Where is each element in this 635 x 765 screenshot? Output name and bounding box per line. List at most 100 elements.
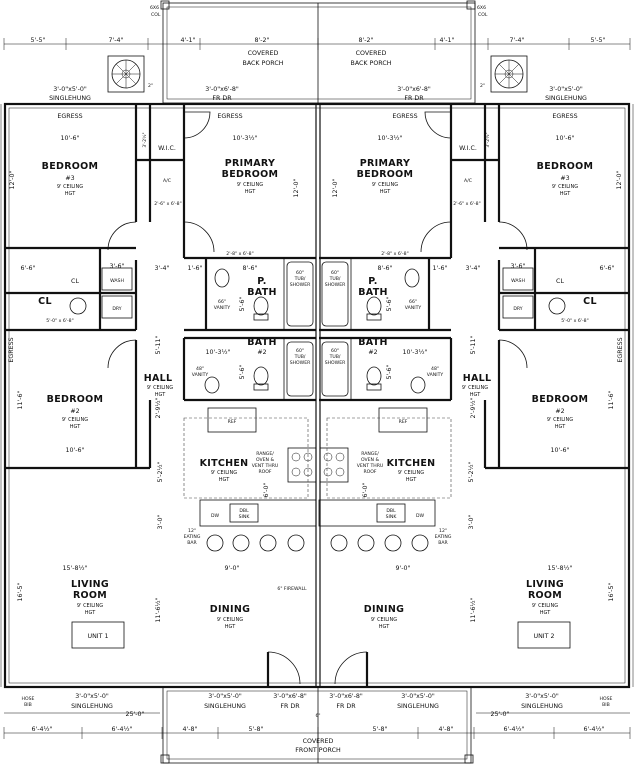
bath2-height: 5'-6" xyxy=(239,364,246,379)
kitchen-dim-3-u2: 3'-0" xyxy=(468,514,475,529)
living-height: 16'-5" xyxy=(17,582,24,601)
hall-width-u2: 3'-4" xyxy=(466,265,481,272)
back-porch: 6X6 COL 6X6 COL COVERED BACK PORCH COVER… xyxy=(150,0,488,104)
bath2-width-u2: 10'-3½" xyxy=(402,348,427,356)
dishwasher-label-u2: DW xyxy=(416,513,425,519)
front-porch: COVERED FRONT PORCH xyxy=(160,686,474,764)
door-bottom-2-2: FR DR xyxy=(336,703,356,710)
living-width-u2: 15'-8½" xyxy=(547,564,572,572)
tub-60-2: TUB/ xyxy=(294,276,306,282)
tub-60-3: SHOWER xyxy=(290,282,311,288)
tub-60-u2-3: SHOWER xyxy=(325,282,346,288)
dining-height-u2: 11'-6½" xyxy=(469,597,477,622)
egress-primary: EGRESS xyxy=(217,113,242,120)
window-bottom-4-2: SINGLEHUNG xyxy=(521,703,563,710)
hall-ceiling: 9' CEILING xyxy=(147,385,173,391)
fridge-label: REF xyxy=(228,419,237,425)
bath2-title-u2: BATH xyxy=(358,337,388,348)
door-callout-top-left: 3'-0"x6'-8" xyxy=(205,86,239,93)
range-label-3: VENT THRU xyxy=(252,463,279,469)
kitchen-height-u2: 5'-2½" xyxy=(467,461,475,482)
dining-height: 11'-6½" xyxy=(154,597,162,622)
bed3-height-u2: 12'-0" xyxy=(616,170,623,189)
unit1-label: UNIT 1 xyxy=(87,633,108,640)
bar-label-u2-2: EATING xyxy=(435,534,452,540)
dim-top-8: 5'-5" xyxy=(591,37,606,44)
primary-ceiling-2: HGT xyxy=(245,189,256,195)
dryer-label: DRY xyxy=(112,306,121,312)
dim-bottom-8: 6'-4½" xyxy=(583,725,604,733)
window-callout-top-right-2: SINGLEHUNG xyxy=(545,95,587,102)
bed3-height: 12'-0" xyxy=(9,170,16,189)
tub2-60: 60" xyxy=(296,348,304,354)
range-label-u2: RANGE/ xyxy=(361,451,379,457)
kitchen-ceiling: 9' CEILING xyxy=(211,470,237,476)
washer-label: WASH xyxy=(110,278,124,284)
window-bottom-3-2: SINGLEHUNG xyxy=(397,703,439,710)
labels-unit2: EGRESS 10'-6" BEDROOM #3 9' CEILING HGT … xyxy=(325,113,624,640)
dining-title: DINING xyxy=(210,604,250,615)
primary-title: PRIMARY xyxy=(225,158,275,169)
dishwasher-label: DW xyxy=(211,513,220,519)
hall-ceiling-u2: 9' CEILING xyxy=(462,385,488,391)
bedroom2-ceiling: 9' CEILING xyxy=(62,417,88,423)
bedroom2-number: #2 xyxy=(70,408,79,415)
firewall-gap-dim: 6" xyxy=(315,713,320,719)
bed2-width: 10'-6" xyxy=(66,447,85,454)
vanity48-u2-2: VANITY xyxy=(427,372,444,378)
kitchen-ceiling-2: HGT xyxy=(219,477,230,483)
dim-bottom-1: 6'-4½" xyxy=(31,725,52,733)
door-note-pbath: 2'-8" x 6'-8" xyxy=(226,251,253,257)
dining-ceiling-2: HGT xyxy=(225,624,236,630)
front-porch-label-2: FRONT PORCH xyxy=(295,747,341,754)
firewall-note: 6" FIREWALL xyxy=(277,586,307,592)
dining-title-u2: DINING xyxy=(364,604,404,615)
column-note-right-2: COL xyxy=(478,12,488,18)
pbath-title-u2: P. xyxy=(368,276,377,287)
door-bottom-1-2: FR DR xyxy=(280,703,300,710)
overall-dim-left: 25'-0" xyxy=(126,711,145,718)
hall-ceiling-2: HGT xyxy=(155,392,166,398)
bedroom2-ceiling-u2-2: HGT xyxy=(555,424,566,430)
column-note-2: COL xyxy=(151,12,161,18)
hall-height: 5'-11" xyxy=(155,335,162,354)
bedroom3-ceiling-u2: 9' CEILING xyxy=(552,184,578,190)
dim-top-4: 8'-2" xyxy=(255,37,270,44)
bath2-height-u2: 5'-6" xyxy=(386,364,393,379)
door-callout-top-left-2: FR DR xyxy=(212,95,232,102)
primary-ceiling-u2: 9' CEILING xyxy=(372,182,398,188)
labels-unit1: EGRESS 10'-6" BEDROOM #3 9' CEILING HGT … xyxy=(8,113,311,640)
bedroom3-ceiling: 9' CEILING xyxy=(57,184,83,190)
interior-walls-unit1 xyxy=(5,104,316,687)
primary-ceiling-u2-2: HGT xyxy=(380,189,391,195)
window-callout-top-left: 3'-0"x5'-0" xyxy=(53,86,87,93)
wic-dim-u2: 3'-2½" xyxy=(484,132,491,147)
wic-label-u2: W.I.C. xyxy=(459,145,477,152)
dim-1-6: 1'-6" xyxy=(188,265,203,272)
door-note-ac-u2: 2'-6" x 6'-8" xyxy=(453,201,480,207)
door-bottom-1: 3'-0"x6'-8" xyxy=(273,693,307,700)
window-bottom-2: 3'-0"x5'-0" xyxy=(208,693,242,700)
primary-title-u2-2: BEDROOM xyxy=(357,169,414,180)
living-title-u2-2: ROOM xyxy=(528,590,562,601)
primary-width-u2: 10'-3½" xyxy=(377,134,402,142)
vanity66: 66" xyxy=(218,299,226,305)
cl-label-top-u2: CL xyxy=(556,278,564,285)
living-ceiling: 9' CEILING xyxy=(77,603,103,609)
front-porch-label: COVERED xyxy=(303,738,334,745)
range-label-2: OVEN & xyxy=(256,457,274,463)
bedroom3-number-u2: #3 xyxy=(560,175,569,182)
bath2-width: 10'-3½" xyxy=(205,348,230,356)
bed2-height: 11'-6" xyxy=(17,390,24,409)
ac-label-u2: A/C xyxy=(464,178,472,184)
bath2-number: #2 xyxy=(257,349,266,356)
bedroom2-number-u2: #2 xyxy=(555,408,564,415)
bottom-callouts: HOSE BIB HOSE BIB 3'-0"x5'-0" SINGLEHUNG… xyxy=(3,693,631,739)
range-label: RANGE/ xyxy=(256,451,274,457)
window-bottom-1: 3'-0"x5'-0" xyxy=(75,693,109,700)
hall-ceiling-u2-2: HGT xyxy=(470,392,481,398)
pbath-width-u2: 8'-6" xyxy=(378,265,393,272)
wic-label: W.I.C. xyxy=(158,145,176,152)
dim-top-5: 8'-2" xyxy=(359,37,374,44)
